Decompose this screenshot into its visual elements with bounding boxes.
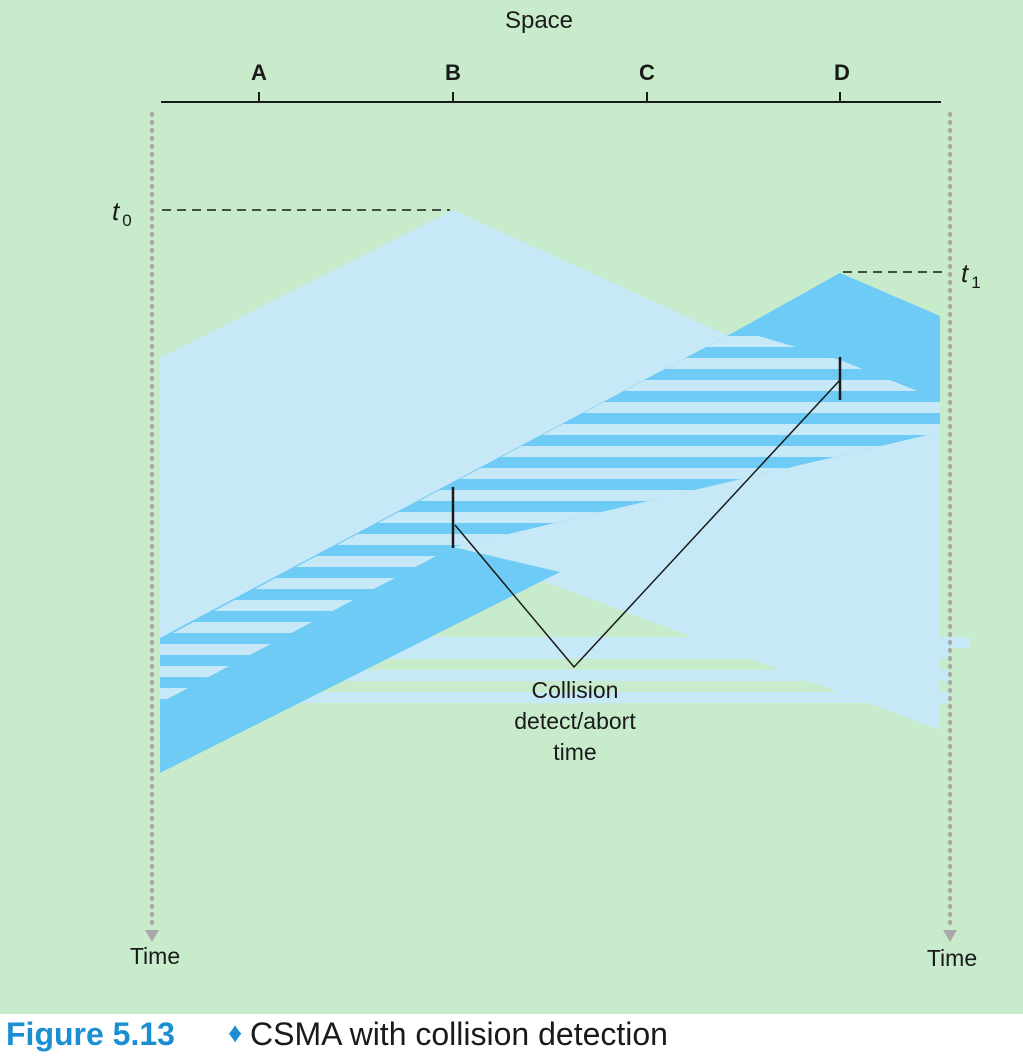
time-arrow-right <box>943 930 957 942</box>
node-label-d: D <box>834 60 850 85</box>
figure-number: Figure 5.13 <box>6 1016 175 1052</box>
node-label-a: A <box>251 60 267 85</box>
figure-title: CSMA with collision detection <box>250 1016 668 1052</box>
caption-diamond-icon: ♦ <box>228 1017 243 1048</box>
time-label-right: Time <box>927 945 977 971</box>
node-label-c: C <box>639 60 655 85</box>
time-label-left: Time <box>130 943 180 969</box>
node-label-b: B <box>445 60 461 85</box>
signal-from-d-lower <box>160 547 560 773</box>
annotation-line-3: time <box>553 739 596 765</box>
time-arrow-left <box>145 930 159 942</box>
annotation-leader <box>454 379 841 669</box>
annotation-line-2: detect/abort <box>514 708 636 734</box>
annotation-line-1: Collision <box>532 677 619 703</box>
space-axis-title: Space <box>505 7 573 34</box>
signal-from-d-upper <box>738 273 940 400</box>
figure-caption: Figure 5.13 ♦ CSMA with collision detect… <box>0 1014 1023 1059</box>
